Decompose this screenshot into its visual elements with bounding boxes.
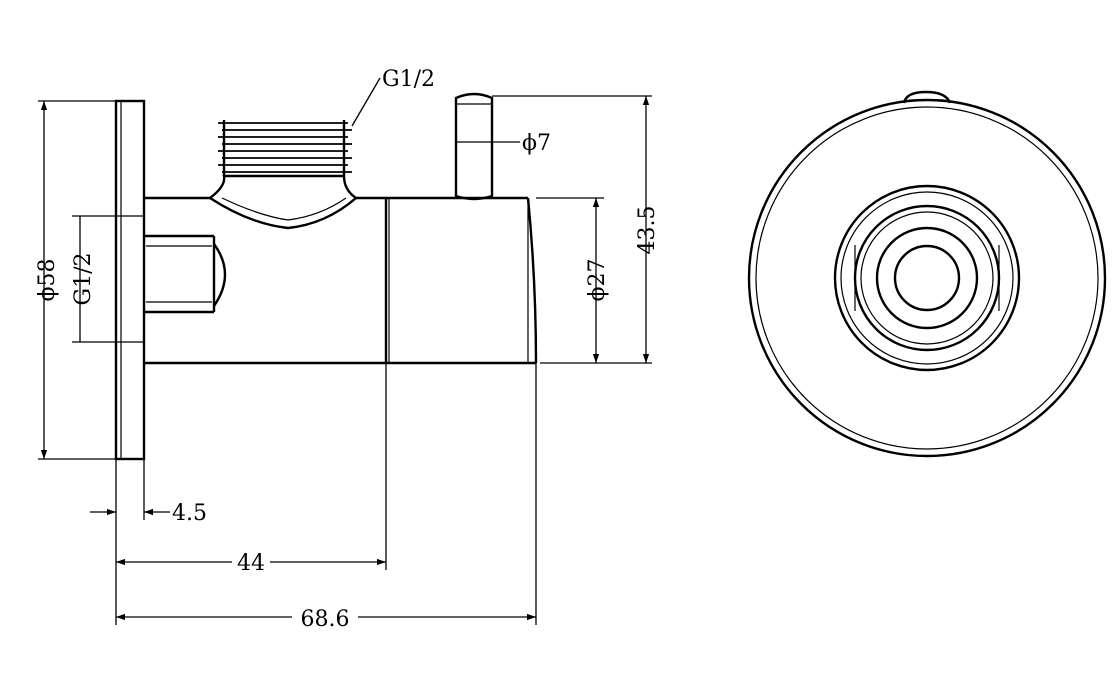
dim-overall-length: 68.6	[116, 363, 537, 632]
outlet-thread	[209, 120, 357, 230]
dim-body-diameter: ϕ27	[536, 197, 610, 364]
dim-outlet-thread-label: G1/2	[382, 67, 435, 92]
dim-body-diameter-label: ϕ27	[585, 259, 610, 302]
dim-flange-diameter: ϕ58	[35, 100, 116, 460]
valve-body	[144, 196, 538, 365]
dim-flange-to-joint: 44	[115, 363, 387, 625]
dim-overall-height: 43.5	[492, 95, 660, 364]
wall-flange	[114, 99, 146, 461]
handle-stem	[454, 92, 494, 201]
dim-flange-to-joint-label: 44	[237, 551, 265, 576]
dim-inlet-thread-label: G1/2	[71, 253, 96, 306]
side-view: ϕ58 G1/2 G1/2 ϕ7 ϕ27	[35, 67, 660, 632]
dim-handle-diameter-label: ϕ7	[522, 131, 551, 156]
dim-flange-diameter-label: ϕ58	[35, 259, 60, 302]
front-view	[747, 90, 1107, 458]
dim-overall-length-label: 68.6	[301, 607, 350, 632]
dim-flange-thickness: 4.5	[90, 459, 207, 526]
dim-handle-diameter: ϕ7	[456, 131, 551, 156]
dim-inlet-thread: G1/2	[71, 215, 144, 343]
dim-flange-thickness-label: 4.5	[172, 501, 207, 526]
dim-overall-height-label: 43.5	[635, 206, 660, 255]
dim-outlet-thread: G1/2	[351, 67, 435, 127]
inlet-thread-stub	[144, 234, 227, 314]
